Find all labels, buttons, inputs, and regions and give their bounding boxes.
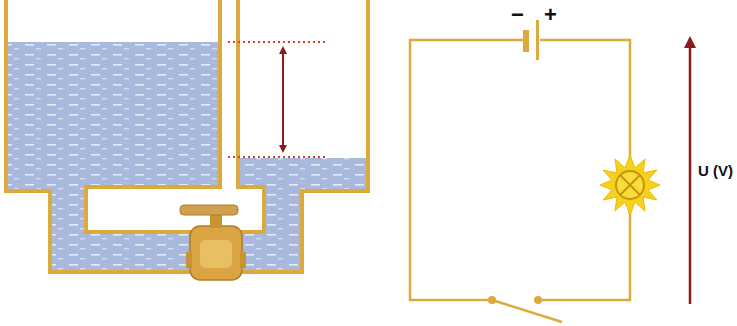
water <box>8 42 366 270</box>
voltage-label: U (V) <box>698 163 733 178</box>
circuit-wires <box>410 40 630 322</box>
level-difference <box>228 42 328 157</box>
valve <box>180 205 246 280</box>
polarity-sign: − <box>511 4 524 26</box>
voltage-arrow <box>689 42 692 304</box>
switch-contacts <box>488 296 542 304</box>
vessel-walls <box>6 0 368 272</box>
polarity-sign: + <box>544 4 557 26</box>
lamp-symbol <box>600 155 660 215</box>
battery-symbol <box>523 20 539 60</box>
